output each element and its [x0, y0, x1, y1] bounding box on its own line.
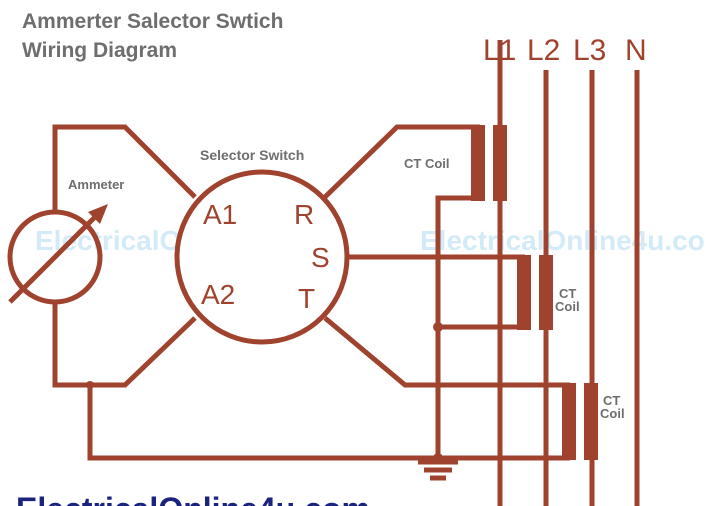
ct2-label-line1: CT [559, 286, 576, 301]
label-n: N [625, 34, 647, 67]
label-l2: L2 [527, 34, 560, 67]
ammeter-label: Ammeter [68, 177, 124, 192]
terminal-a2: A2 [201, 279, 235, 310]
ammeter: Ammeter [7, 177, 124, 305]
label-l3: L3 [573, 34, 606, 67]
ct-cores [86, 125, 598, 463]
title-line-1: Ammerter Salector Swtich [22, 10, 283, 33]
footer-text: ElectricalOnline4u.com [16, 491, 370, 506]
ct-labels: CT Coil CT Coil CT Coil [404, 156, 625, 421]
ct3-label-line2: Coil [600, 406, 625, 421]
line-labels: L1 L2 L3 N [483, 34, 647, 67]
ct1-label: CT Coil [404, 156, 450, 171]
junction-dot [433, 453, 443, 463]
ammeter-circle [7, 209, 103, 305]
selector-switch: Selector Switch A1 A2 R S T [174, 147, 350, 345]
arrow-head-icon [88, 204, 108, 224]
label-l1: L1 [483, 34, 516, 67]
ct2-coil [539, 255, 553, 330]
ct2-primary [517, 255, 531, 330]
ct2-label-line2: Coil [555, 299, 580, 314]
title-line-2: Wiring Diagram [22, 39, 177, 62]
junction-dot [86, 381, 94, 389]
terminal-t: T [298, 283, 315, 314]
ct1-primary [471, 125, 485, 201]
selector-circle [174, 169, 350, 345]
ammeter-needle [8, 212, 100, 304]
selector-label: Selector Switch [200, 147, 304, 163]
watermark: ElectricalOnline4u.com ElectricalOnline4… [35, 225, 706, 256]
ct3-label-line1: CT [603, 393, 620, 408]
terminal-a1: A1 [203, 199, 237, 230]
terminal-s: S [311, 242, 330, 273]
ct3-coil [584, 383, 598, 460]
watermark-text: ElectricalOnline4u.com [420, 225, 706, 256]
junction-dot [433, 322, 443, 332]
ct3-primary [562, 383, 576, 460]
ct1-coil [493, 125, 507, 201]
terminal-r: R [294, 199, 314, 230]
